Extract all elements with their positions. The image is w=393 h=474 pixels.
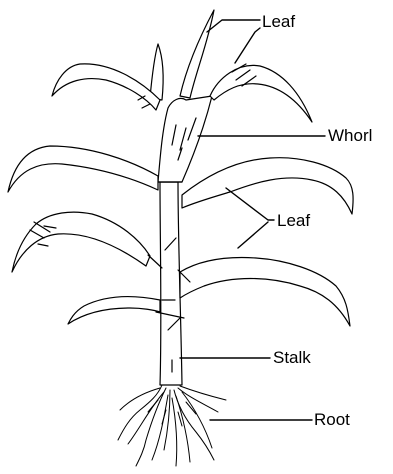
label-leaf-middle: Leaf [277, 212, 310, 229]
leader-leaf-top-2 [235, 28, 260, 63]
leader-leaf-top [207, 20, 260, 32]
label-root: Root [314, 411, 350, 428]
right-leaves [180, 158, 353, 326]
left-leaves [8, 146, 160, 324]
label-leaf-top: Leaf [262, 13, 295, 30]
stalk [160, 182, 182, 385]
label-stalk: Stalk [273, 349, 311, 366]
leader-leaf-middle [226, 188, 274, 248]
label-whorl: Whorl [328, 127, 372, 144]
roots [118, 385, 226, 466]
whorl [158, 96, 212, 182]
